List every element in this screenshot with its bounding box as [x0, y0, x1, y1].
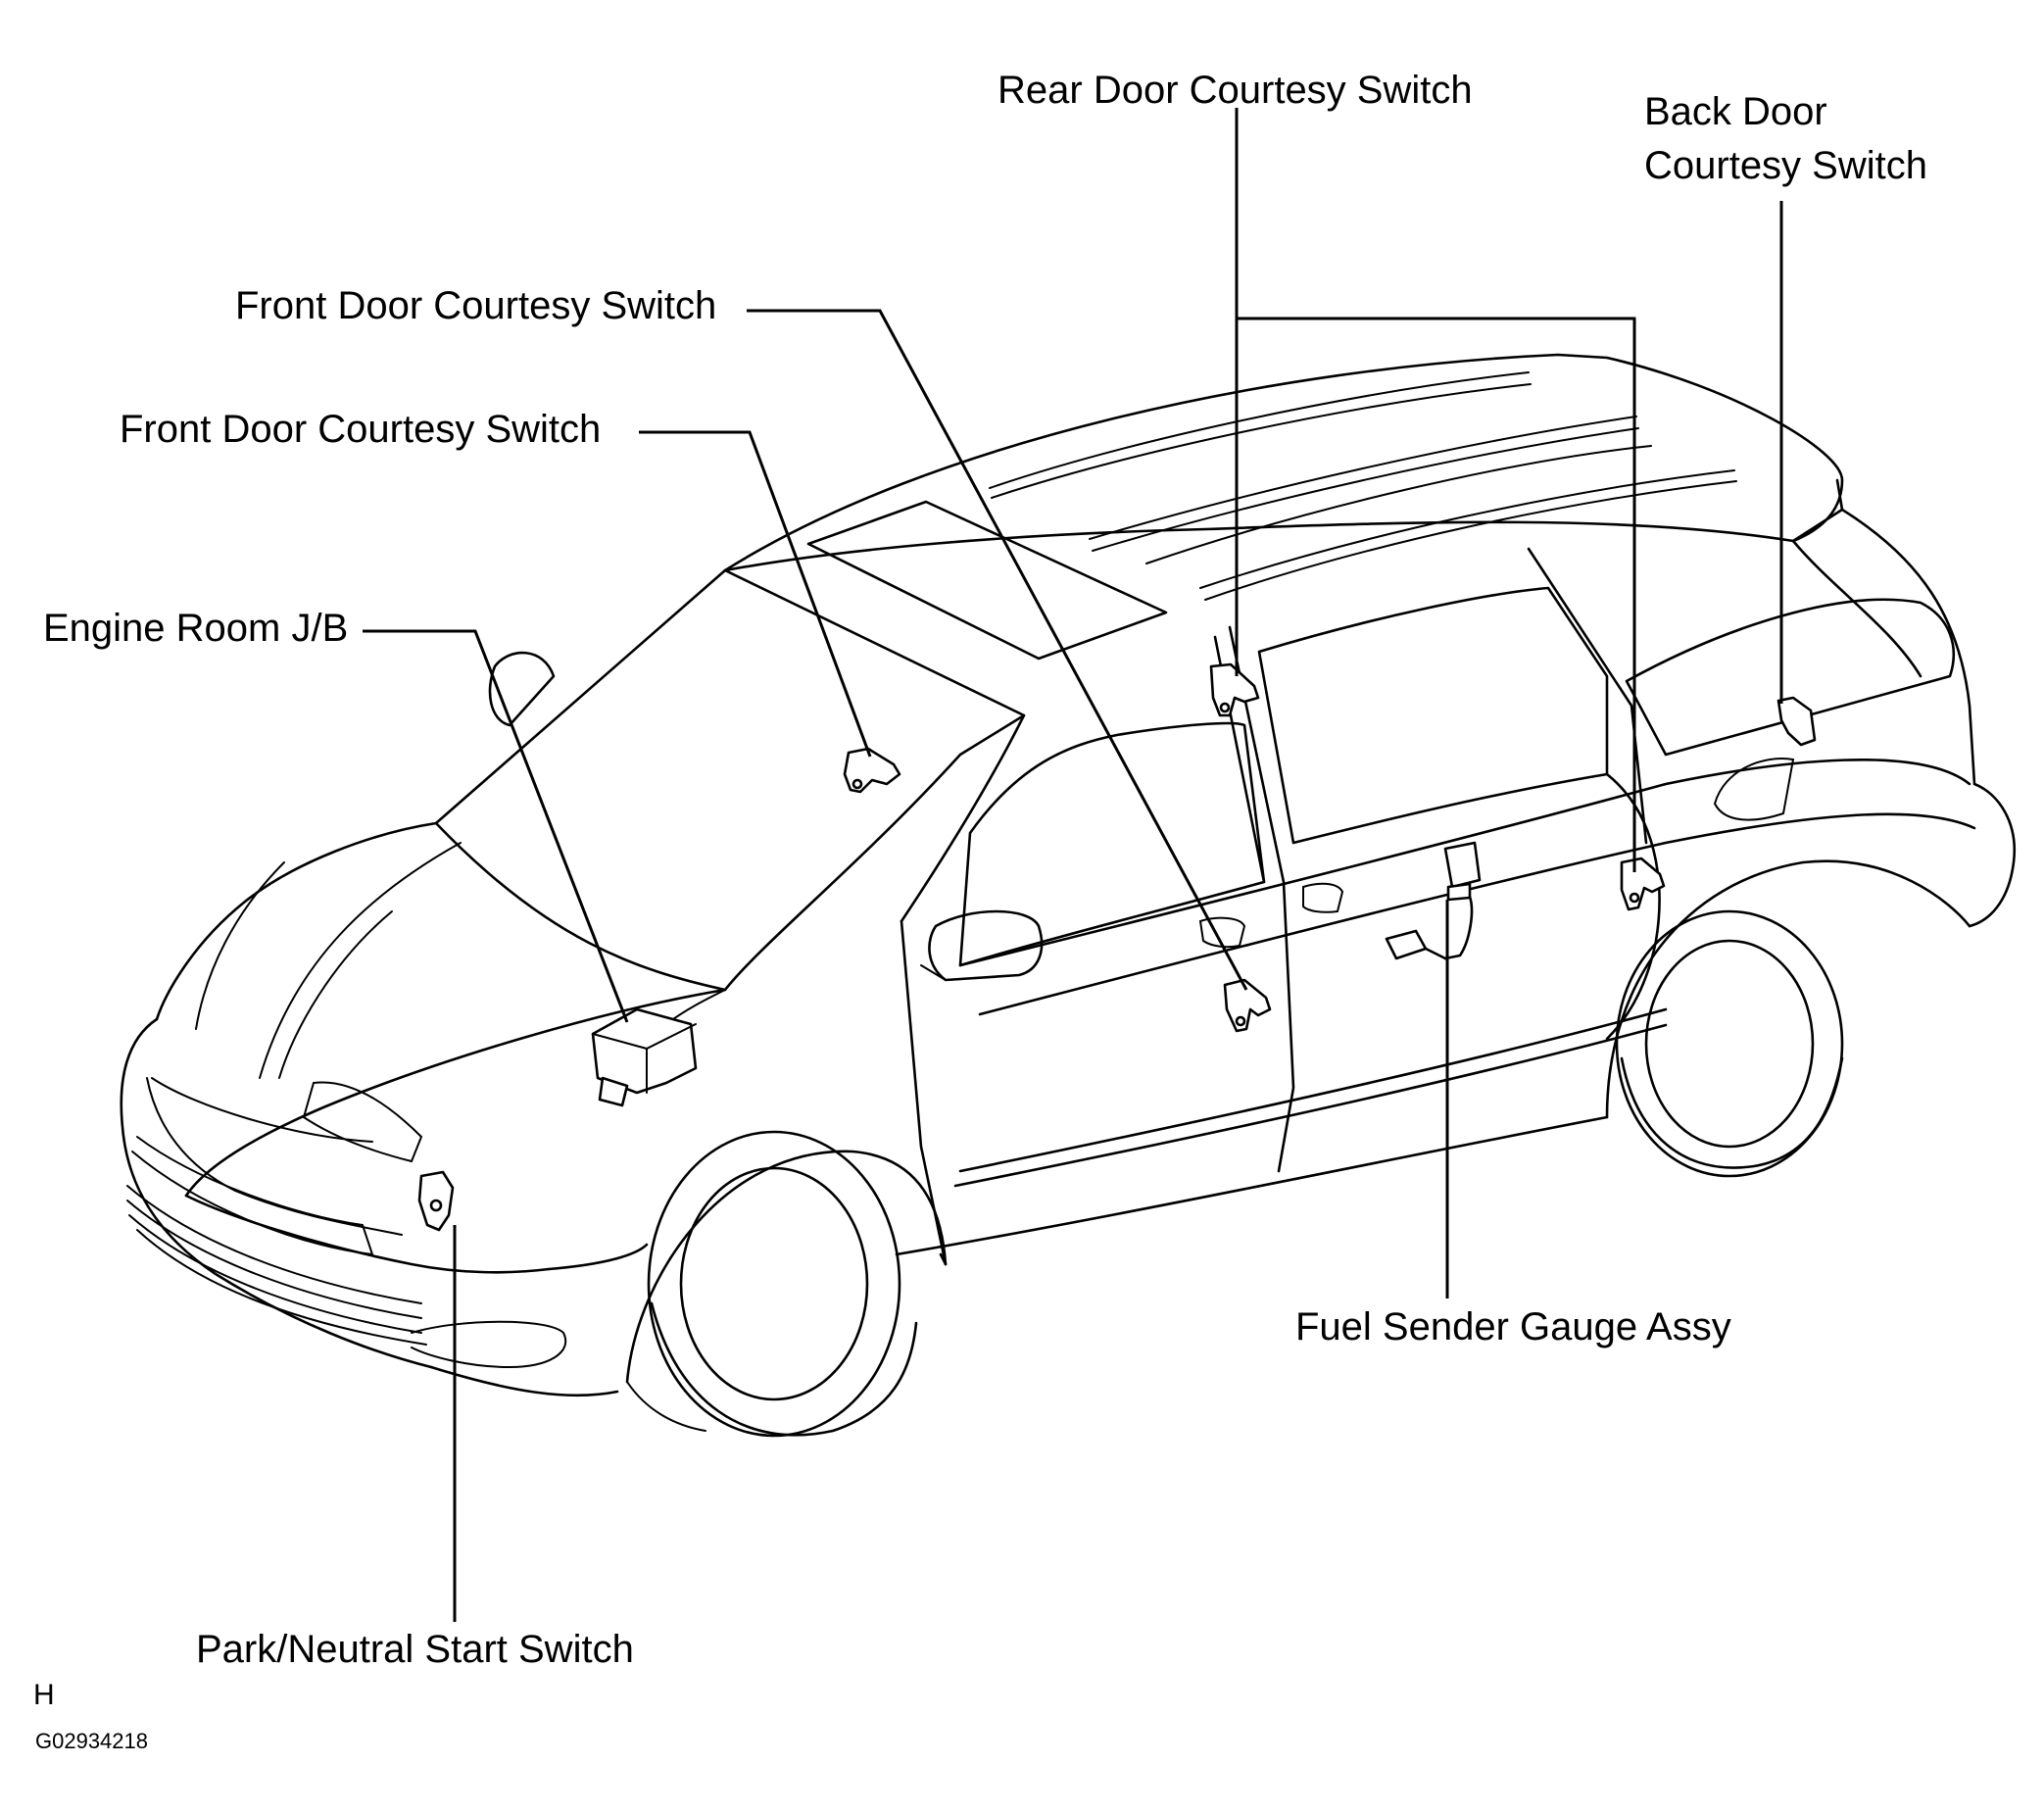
label-park-neutral-start-switch: Park/Neutral Start Switch: [196, 1628, 634, 1671]
leader-lines: [363, 108, 1783, 1622]
figure-code: G02934218: [35, 1729, 148, 1753]
label-front-door-courtesy-switch-lower: Front Door Courtesy Switch: [120, 408, 602, 451]
leader-rear-door-to-rear-switch: [1237, 317, 1636, 872]
leader-front-door-courtesy-switch-right: [747, 309, 1248, 991]
label-rear-door-courtesy-switch: Rear Door Courtesy Switch: [998, 69, 1473, 112]
label-back-door-line2: Courtesy Switch: [1644, 144, 1927, 187]
van-body: [120, 353, 2017, 1438]
fuel-sender-gauge-part: [1385, 841, 1482, 960]
leader-front-door-courtesy-switch-left: [639, 430, 872, 758]
label-fuel-sender-gauge-assy: Fuel Sender Gauge Assy: [1295, 1305, 1731, 1348]
rear-courtesy-switch-rear-door-part: [1620, 857, 1666, 911]
label-front-door-courtesy-switch-upper: Front Door Courtesy Switch: [235, 284, 717, 327]
label-back-door-line1: Back Door: [1644, 90, 1827, 133]
front-door-courtesy-switch-right-part: [1223, 978, 1272, 1033]
front-door-courtesy-switch-left-part: [843, 747, 901, 794]
footer-marker: H: [33, 1679, 55, 1711]
back-door-courtesy-switch-part: [1776, 696, 1817, 747]
label-engine-room-jb: Engine Room J/B: [43, 607, 349, 650]
engine-room-jb-part: [591, 1007, 698, 1107]
leader-engine-room-jb: [363, 629, 629, 1023]
rear-door-courtesy-switch-part: [1209, 662, 1260, 717]
park-neutral-start-switch-part: [417, 1170, 455, 1232]
